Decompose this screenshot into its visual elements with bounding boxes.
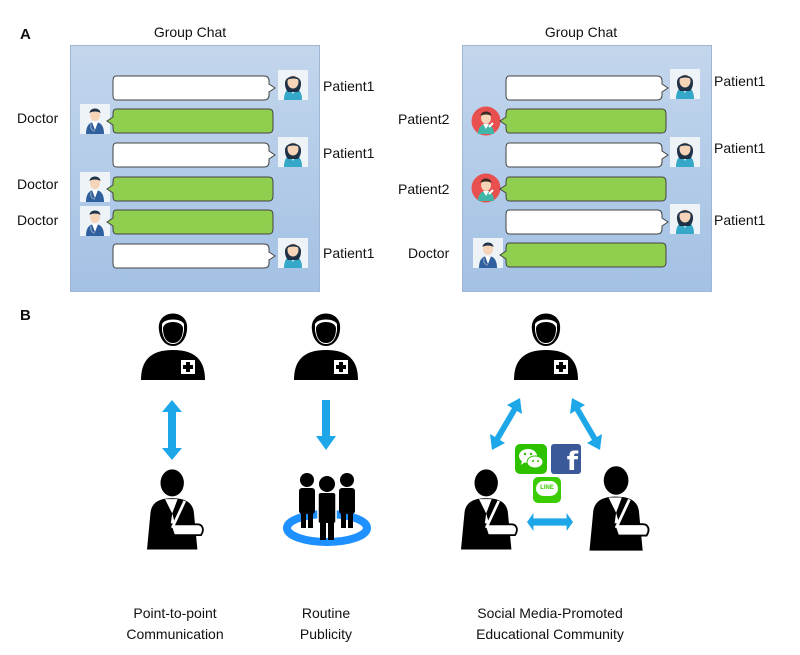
green-message-bubble <box>106 209 274 235</box>
sender-name: Doctor <box>408 245 450 261</box>
left-chat-title: Group Chat <box>153 24 227 40</box>
green-message-bubble <box>106 108 274 134</box>
sender-name: Patient1 <box>323 245 375 261</box>
patient-arm-sling-icon <box>452 466 524 552</box>
doctor-icon <box>506 300 586 380</box>
doctor-icon <box>286 300 366 380</box>
sender-name: Patient1 <box>323 78 375 94</box>
sender-name: Patient2 <box>398 181 450 197</box>
patient1-avatar-icon <box>670 204 700 234</box>
panel-b-label: B <box>20 307 31 324</box>
sender-name: Patient1 <box>714 140 766 156</box>
patient-arm-sling-icon <box>138 466 210 552</box>
facebook-icon: f <box>551 444 581 474</box>
caption-line: Educational Community <box>476 626 624 642</box>
caption-line: Social Media-Promoted <box>477 605 623 621</box>
caption-point-to-point: Point-to-point Communication <box>90 603 260 645</box>
line-icon: LINE <box>533 477 561 503</box>
crowd-icon <box>282 466 372 546</box>
caption-line: Communication <box>126 626 224 642</box>
bidirectional-arrow-icon <box>162 400 182 460</box>
down-arrow-icon <box>316 400 336 450</box>
panel-a-label: A <box>20 26 31 43</box>
caption-line: Point-to-point <box>133 605 217 621</box>
white-message-bubble <box>505 142 669 168</box>
horizontal-bidirectional-arrow-icon <box>527 513 573 531</box>
caption-line: Publicity <box>299 626 353 642</box>
white-message-bubble <box>505 75 669 101</box>
white-message-bubble <box>112 75 276 101</box>
sender-name: Doctor <box>17 176 59 192</box>
white-message-bubble <box>112 243 276 269</box>
patient-arm-sling-icon <box>580 462 656 554</box>
sender-name: Doctor <box>17 212 59 228</box>
sender-name: Patient2 <box>398 111 450 127</box>
line-icon-label: LINE <box>536 481 558 496</box>
right-chat-title: Group Chat <box>544 24 618 40</box>
green-message-bubble <box>499 242 667 268</box>
caption-routine-publicity: Routine Publicity <box>256 603 396 645</box>
diagonal-bidirectional-arrow-icon <box>490 398 522 450</box>
sender-name: Patient1 <box>714 212 766 228</box>
patient1-avatar-icon <box>278 70 308 100</box>
patient1-avatar-icon <box>670 69 700 99</box>
doctor-icon <box>133 300 213 380</box>
sender-name: Patient1 <box>714 73 766 89</box>
white-message-bubble <box>112 142 276 168</box>
white-message-bubble <box>505 209 669 235</box>
diagonal-bidirectional-arrow-icon <box>570 398 602 450</box>
patient2-avatar-icon <box>471 106 501 136</box>
caption-line: Routine <box>301 605 351 621</box>
sender-name: Doctor <box>17 110 59 126</box>
patient1-avatar-icon <box>278 137 308 167</box>
green-message-bubble <box>499 176 667 202</box>
caption-social-media-community: Social Media-Promoted Educational Commun… <box>440 603 660 645</box>
green-message-bubble <box>499 108 667 134</box>
patient1-avatar-icon <box>278 238 308 268</box>
patient2-avatar-icon <box>471 173 501 203</box>
green-message-bubble <box>106 176 274 202</box>
patient1-avatar-icon <box>670 137 700 167</box>
sender-name: Patient1 <box>323 145 375 161</box>
wechat-icon <box>515 444 547 474</box>
